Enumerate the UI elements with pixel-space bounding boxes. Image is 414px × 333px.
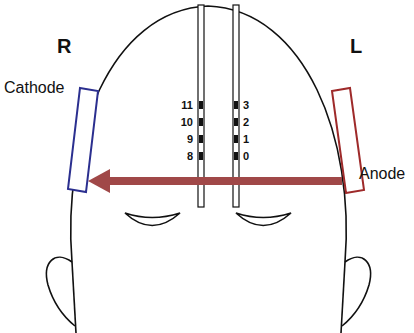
closed-eye [236,213,291,226]
current-arrow [88,169,342,193]
electrode-rect [68,88,98,192]
electrode-label: Anode [359,166,405,182]
arrow-head [88,169,110,193]
electrode-contact [199,118,203,126]
contact-number: 0 [243,151,249,162]
side-label: L [350,36,362,56]
side-label: R [57,36,71,56]
contact-number: 8 [187,151,193,162]
contact-number: 10 [181,117,193,128]
depth-electrode [198,5,204,207]
electrode-contact [199,152,203,160]
depth-electrode [233,5,239,207]
neck-line [341,262,345,333]
electrode-contact [234,135,238,143]
neck-line [72,262,76,333]
closed-eye [125,213,180,226]
contact-number: 9 [187,134,193,145]
head-outline [71,6,347,262]
left-ear [47,257,75,326]
electrode-outline [66,86,100,194]
contact-number: 3 [243,100,249,111]
electrode-pad: Cathode [66,86,100,194]
electrode-contact [234,152,238,160]
right-ear [342,257,370,326]
electrode-label: Cathode [4,80,65,96]
electrode-contact [234,118,238,126]
contact-number: 11 [181,100,193,111]
contact-number: 2 [243,117,249,128]
electrode-contact [234,101,238,109]
electrode-contact [199,135,203,143]
electrode-pad: Anode [330,86,366,194]
contact-number: 1 [243,134,249,145]
electrode-contact [199,101,203,109]
arrow-shaft [110,177,342,185]
